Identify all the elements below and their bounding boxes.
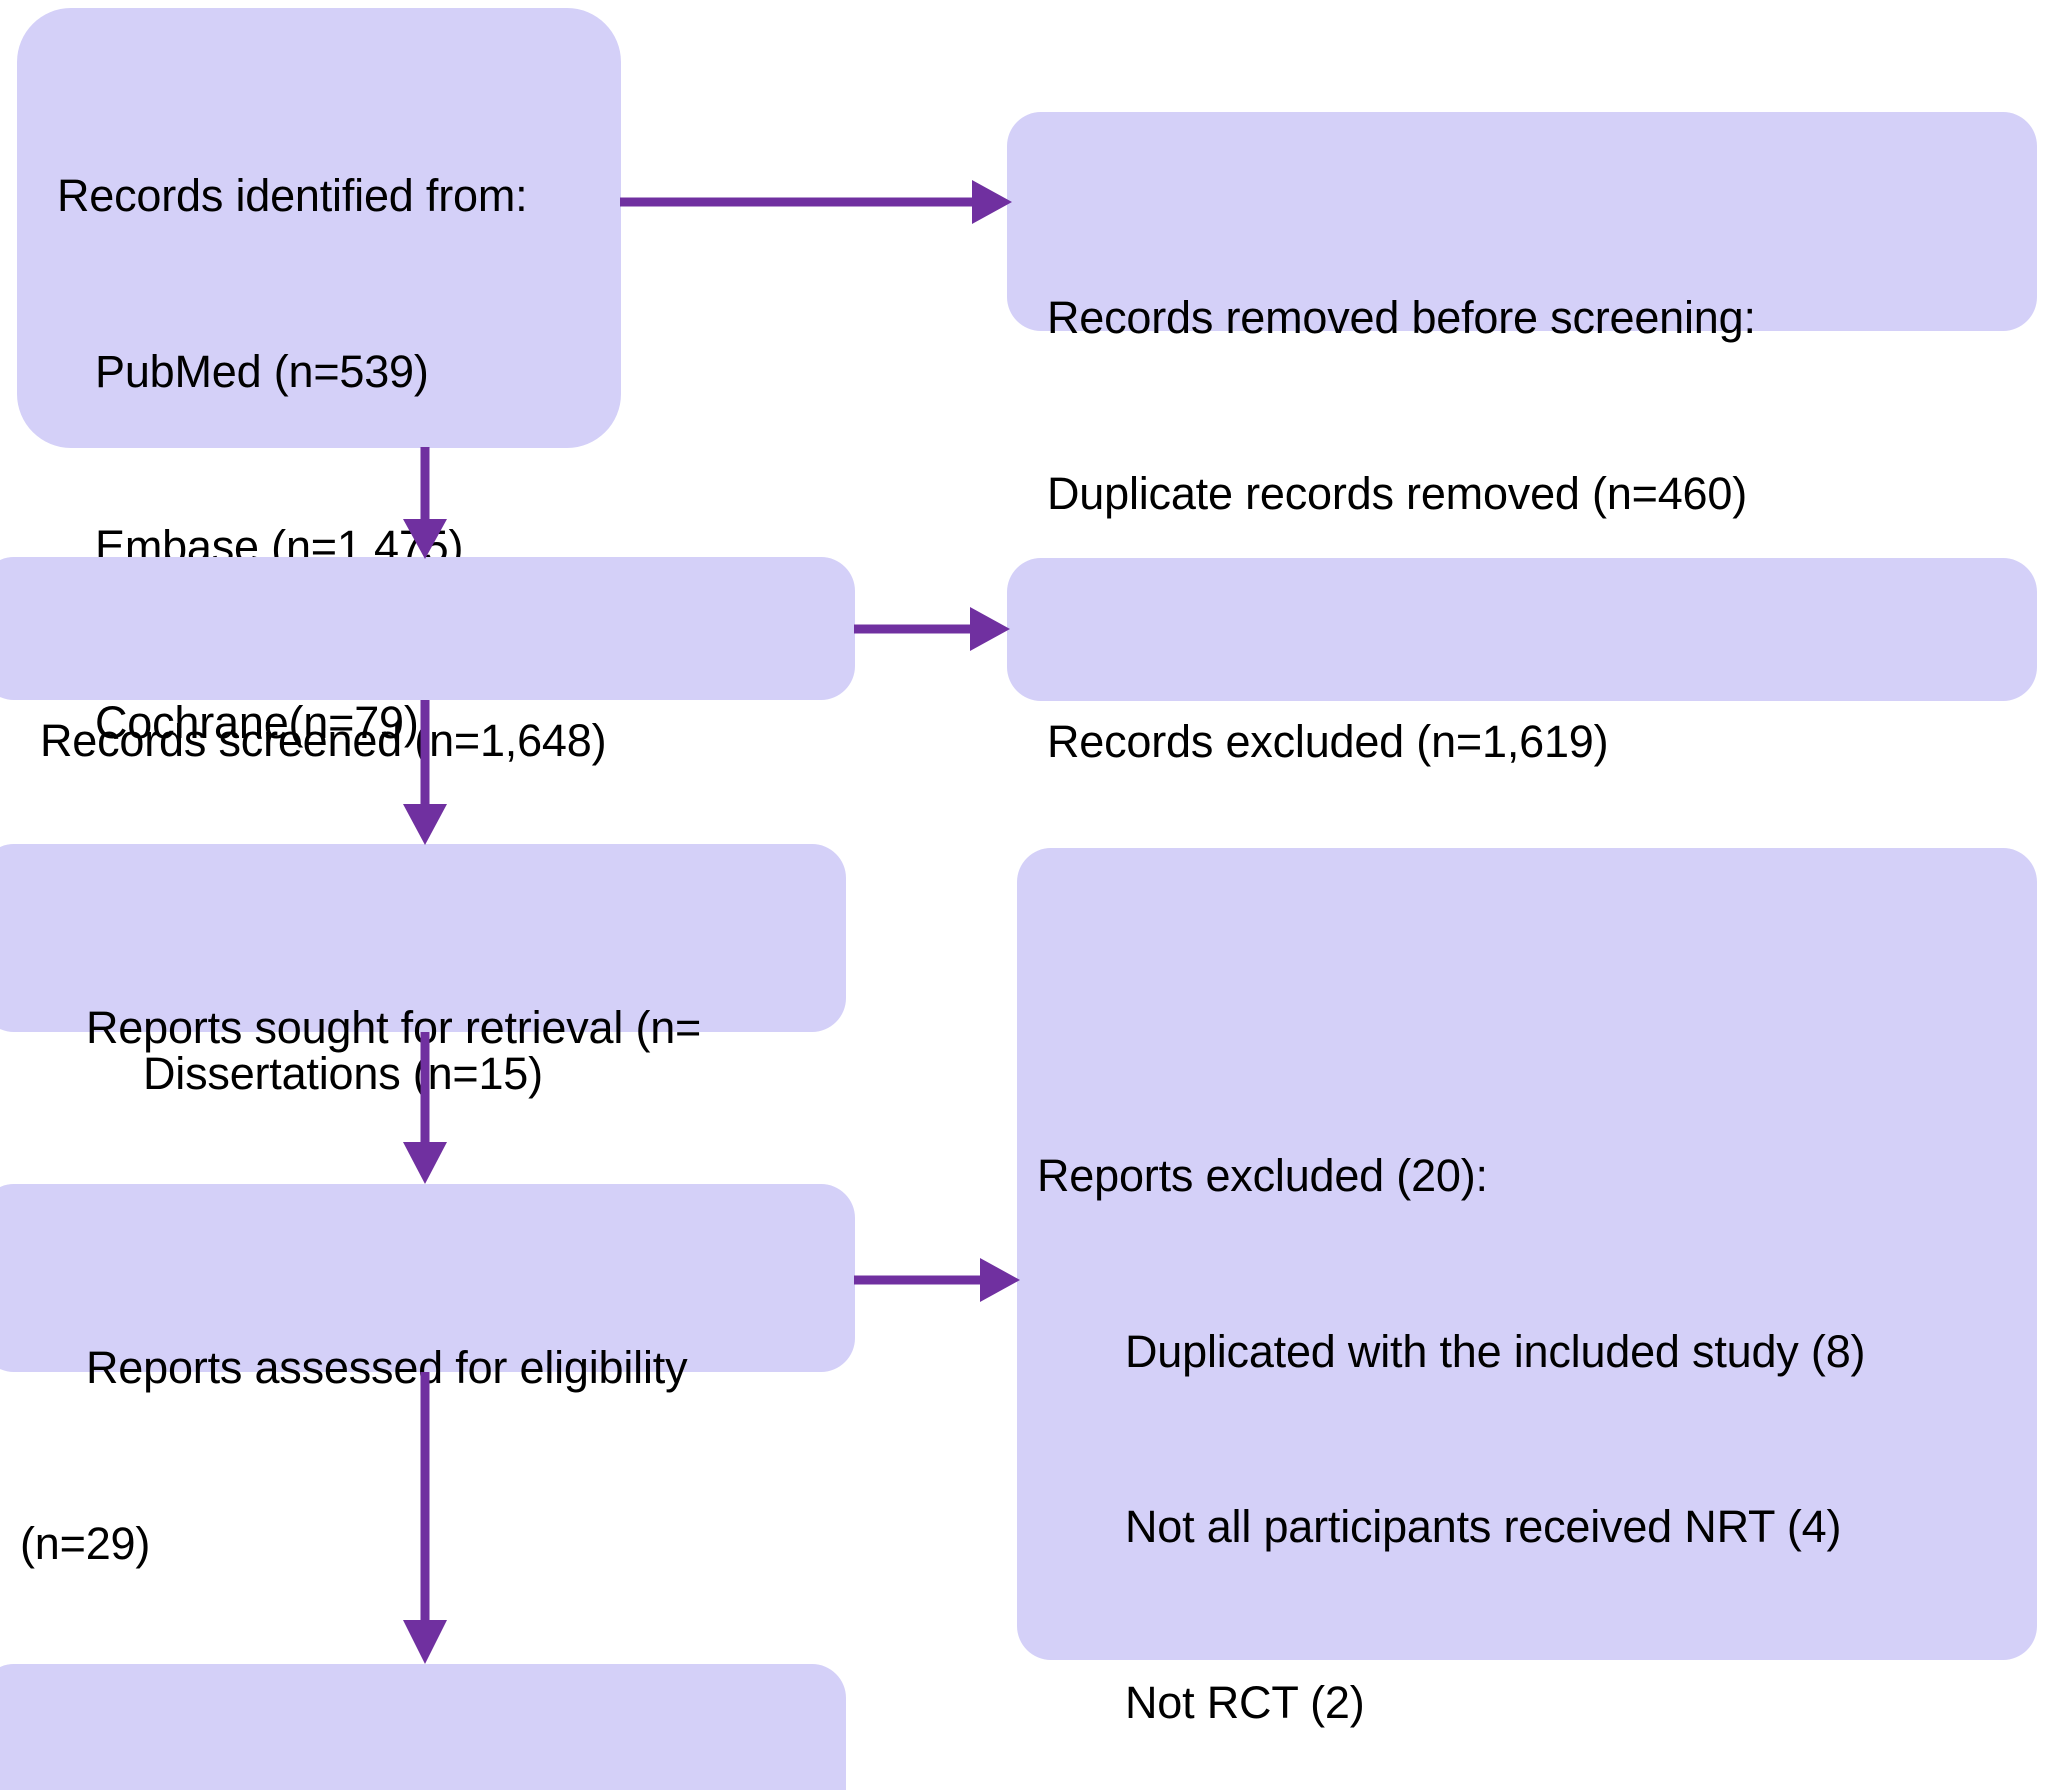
reports-sought-box: Reports sought for retrieval (n= 29) [0,844,846,1229]
records-excluded-line-0: Records excluded (n=1,619) [1047,716,1609,767]
records-identified-line-5: Dissertations (n=15) [143,1047,543,1099]
arrow-screened-to-sought [395,700,455,848]
records-identified-line-1: PubMed (n=539) [95,345,429,397]
reports-excluded-reason-2: Not RCT (2) [1125,1676,1365,1728]
arrow-identified-to-screened [395,447,455,562]
reports-assessed-line-0: Reports assessed for eligibility [86,1342,688,1393]
records-identified-box: Records identified from: PubMed (n=539) … [17,8,621,1099]
reports-excluded-heading: Reports excluded (20): [1037,1150,1488,1201]
records-removed-line-1: Duplicate records removed (n=460) [1047,467,1747,519]
arrow-identified-to-removed [620,172,1015,232]
reports-excluded-box: Reports excluded (20): Duplicated with t… [1017,848,2037,1728]
reports-assessed-box: Reports assessed for eligibility (n=29) [0,1184,855,1569]
reports-excluded-reason-1: Not all participants received NRT (4) [1125,1501,1842,1552]
arrow-sought-to-assessed [395,1032,455,1187]
records-identified-line-0: Records identified from: [57,170,528,221]
reports-excluded-reason-0: Duplicated with the included study (8) [1125,1325,1866,1377]
records-excluded-box: Records excluded (n=1,619) [1007,558,2037,767]
records-removed-before-screening-box: Records removed before screening: Duplic… [1007,112,2037,519]
arrow-assessed-to-reports-excluded [854,1250,1024,1310]
arrow-screened-to-excluded [854,599,1014,659]
records-screened-box: Records screened (n=1,648) [0,557,855,766]
records-removed-line-0: Records removed before screening: [1047,292,1756,343]
studies-included-box: Studies included in review (n= 9) [0,1664,846,1790]
arrow-assessed-to-included [395,1372,455,1667]
reports-assessed-line-1: (n=29) [20,1517,151,1569]
records-identified-line-3: Cochrane(n=79) [95,696,419,748]
records-screened-line-0: Records screened (n=1,648) [40,715,607,766]
